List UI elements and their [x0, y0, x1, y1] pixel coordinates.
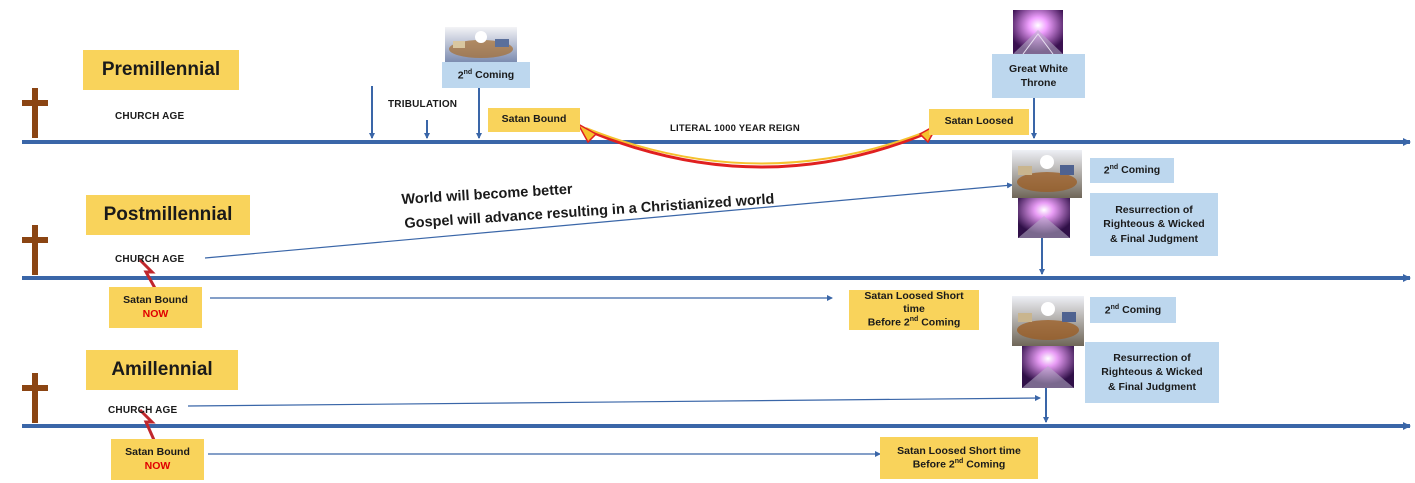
throne-line-1: Great White [1009, 62, 1068, 75]
second-coming-image [1012, 296, 1084, 346]
second-coming-label: Coming [1121, 164, 1161, 177]
second-coming-box-post: 2nd Coming [1090, 158, 1174, 183]
church-age-label: CHURCH AGE [108, 405, 178, 416]
satan-bound-box-amil: Satan Bound NOW [111, 439, 204, 480]
premillennial-title: Premillennial [83, 50, 239, 90]
cross-icon [22, 88, 48, 138]
satan-loosed-line2: Before 2nd Coming [867, 316, 961, 329]
resurrection-box-post: Resurrection of Righteous & Wicked & Fin… [1090, 193, 1218, 256]
second-coming-label: Coming [1122, 303, 1162, 316]
satan-loosed-box-post: Satan Loosed Short time Before 2nd Comin… [849, 290, 979, 330]
resurrection-line1: Resurrection of [1113, 352, 1191, 365]
resurrection-line2: Righteous & Wicked [1101, 366, 1203, 379]
throne-line-2: Throne [1020, 77, 1057, 89]
church-age-label: CHURCH AGE [115, 111, 185, 122]
amillennial-title: Amillennial [86, 350, 238, 390]
great-white-throne-box: Great White Throne [992, 54, 1085, 98]
resurrection-line2: Righteous & Wicked [1103, 218, 1205, 231]
second-coming-box-pre: 2nd Coming [442, 62, 530, 88]
satan-bound-label: Satan Bound [123, 294, 188, 307]
satan-bound-box-post: Satan Bound NOW [109, 287, 202, 328]
now-label: NOW [142, 307, 169, 320]
postmillennial-title: Postmillennial [86, 195, 250, 235]
satan-bound-label: Satan Bound [125, 446, 190, 459]
tribulation-label: TRIBULATION [388, 99, 458, 110]
now-label: NOW [144, 459, 171, 472]
second-coming-image [1012, 150, 1082, 198]
arc-tip-left [576, 122, 598, 144]
post-gospel-arrow [204, 182, 1013, 259]
satan-loosed-line1: Satan Loosed Short time [864, 290, 964, 316]
ordinal-2nd: 2nd [1103, 164, 1119, 177]
throne-light-image [1022, 346, 1074, 388]
second-coming-label: Coming [475, 68, 515, 81]
millennium-arc [581, 126, 935, 169]
literal-reign-label: LITERAL 1000 YEAR REIGN [670, 123, 800, 134]
amil-church-arrow [187, 395, 1041, 407]
second-coming-box-amil: 2nd Coming [1090, 297, 1176, 323]
resurrection-line3: & Final Judgment [1107, 380, 1197, 393]
resurrection-box-amil: Resurrection of Righteous & Wicked & Fin… [1085, 342, 1219, 403]
resurrection-line1: Resurrection of [1115, 204, 1193, 217]
satan-loosed-line2: Before 2nd Coming [912, 457, 1006, 471]
satan-bound-box-pre: Satan Bound [488, 108, 580, 132]
satan-loosed-box-pre: Satan Loosed [929, 109, 1029, 135]
cross-icon [22, 373, 48, 423]
ordinal-2nd: 2nd [1104, 303, 1120, 317]
church-age-label: CHURCH AGE [115, 254, 185, 265]
throne-light-image [1018, 198, 1070, 238]
throne-light-image [1013, 10, 1063, 54]
satan-loosed-line1: Satan Loosed Short time [897, 444, 1021, 457]
millennium-arc-inner [585, 127, 931, 165]
satan-loosed-box-amil: Satan Loosed Short time Before 2nd Comin… [880, 437, 1038, 479]
post-lightning-icon [138, 258, 158, 291]
ordinal-2nd: 2nd [457, 68, 473, 82]
cross-icon [22, 225, 48, 275]
amil-lightning-icon [138, 408, 156, 441]
resurrection-line3: & Final Judgment [1109, 232, 1199, 245]
second-coming-image [445, 27, 517, 62]
